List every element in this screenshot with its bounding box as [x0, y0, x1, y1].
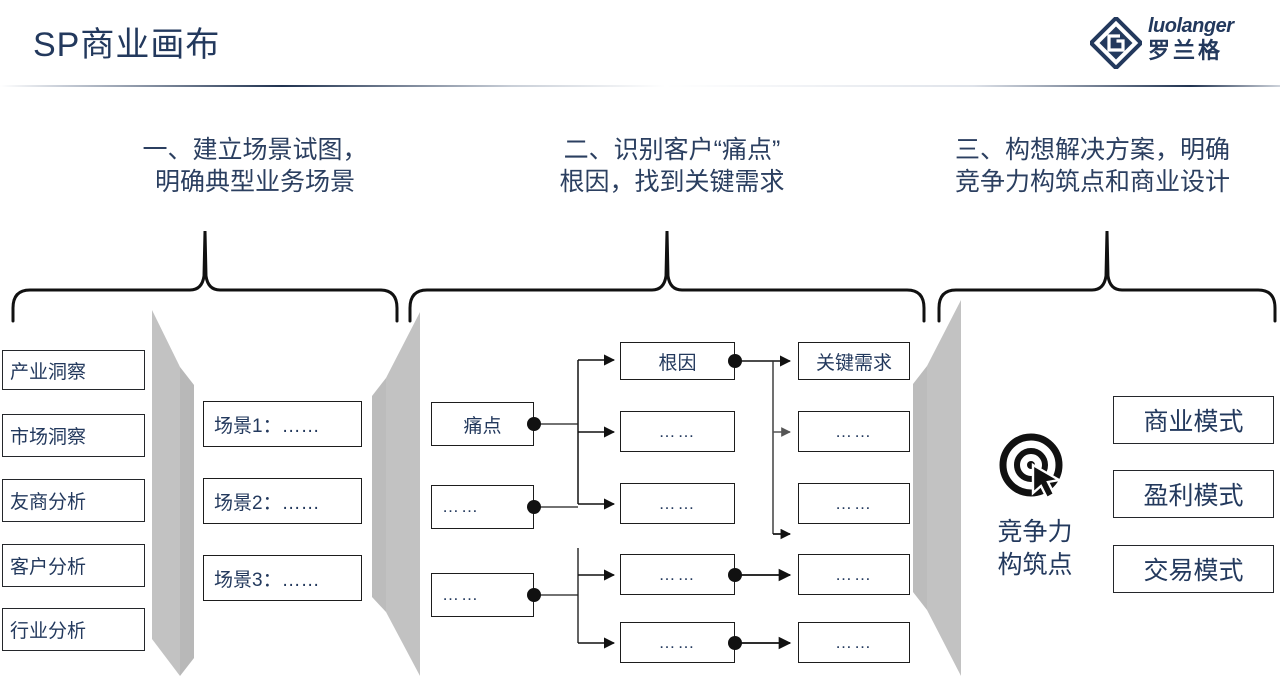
- keyneed-box-2[interactable]: ……: [798, 483, 910, 524]
- painpoint-box-0-label: 痛点: [463, 415, 502, 437]
- keyneed-box-1[interactable]: ……: [798, 411, 910, 452]
- scenario-box-2[interactable]: 场景3：……: [203, 555, 362, 601]
- diamond-logo-mark-icon: [1090, 17, 1142, 69]
- header-bar: [0, 0, 1280, 86]
- page-title: SP商业画布: [33, 26, 221, 64]
- rootcause-box-0-label: 根因: [658, 352, 697, 374]
- insight-box-4-label: 行业分析: [10, 621, 87, 642]
- painpoint-box-1-label: ……: [442, 497, 480, 516]
- painpoint-box-2[interactable]: ……: [431, 573, 534, 617]
- rootcause-box-1-label: ……: [658, 421, 697, 441]
- rootcause-box-2[interactable]: ……: [620, 483, 735, 524]
- model-box-2[interactable]: 交易模式: [1113, 545, 1274, 593]
- header-divider: [0, 85, 1280, 87]
- model-box-2-label: 交易模式: [1143, 557, 1244, 585]
- brand-logo: luolanger 罗兰格: [1090, 14, 1270, 72]
- keyneed-box-0[interactable]: 关键需求: [798, 342, 910, 380]
- keyneed-box-3[interactable]: ……: [798, 554, 910, 595]
- keyneed-box-3-label: ……: [835, 564, 873, 584]
- brace-section-3: [937, 230, 1277, 323]
- rootcause-box-4-label: ……: [658, 632, 697, 652]
- competitiveness-label-line1: 竞争力: [997, 518, 1073, 546]
- logo-text-block: luolanger 罗兰格: [1148, 14, 1234, 64]
- rootcause-box-4[interactable]: ……: [620, 622, 735, 663]
- painpoint-box-2-label: ……: [442, 585, 480, 604]
- section-heading-1: 一、建立场景试图， 明确典型业务场景: [95, 134, 415, 198]
- rootcause-box-0[interactable]: 根因: [620, 342, 735, 380]
- model-box-0[interactable]: 商业模式: [1113, 396, 1274, 444]
- keyneed-box-4[interactable]: ……: [798, 622, 910, 663]
- section-heading-2: 二、识别客户“痛点” 根因，找到关键需求: [482, 134, 862, 198]
- insight-box-4[interactable]: 行业分析: [2, 608, 145, 651]
- section-heading-1-line2: 明确典型业务场景: [154, 168, 355, 196]
- scenario-box-0-label: 场景1：……: [214, 415, 320, 437]
- chevron-separator-3: [913, 300, 961, 676]
- insight-box-2-label: 友商分析: [10, 492, 87, 513]
- section-heading-3: 三、构想解决方案，明确 竞争力构筑点和商业设计: [905, 134, 1280, 198]
- competitiveness-label-line2: 构筑点: [997, 551, 1073, 579]
- rootcause-box-2-label: ……: [658, 493, 697, 513]
- scenario-box-0[interactable]: 场景1：……: [203, 401, 362, 447]
- scenario-box-1[interactable]: 场景2：……: [203, 478, 362, 524]
- logo-english-name: luolanger: [1148, 15, 1234, 37]
- scenario-box-1-label: 场景2：……: [214, 492, 320, 514]
- model-box-0-label: 商业模式: [1143, 408, 1244, 436]
- chevron-separator-2: [372, 312, 420, 676]
- chevron-separator-1: [152, 310, 194, 676]
- target-bullseye-cursor-icon: [999, 433, 1063, 500]
- section-heading-2-line1: 二、识别客户“痛点”: [563, 136, 781, 164]
- keyneed-box-1-label: ……: [835, 421, 873, 441]
- keyneed-box-0-label: 关键需求: [815, 352, 892, 374]
- section-heading-2-line2: 根因，找到关键需求: [559, 168, 785, 196]
- keyneed-box-4-label: ……: [835, 632, 873, 652]
- insight-box-0[interactable]: 产业洞察: [2, 350, 145, 390]
- rootcause-box-1[interactable]: ……: [620, 411, 735, 452]
- section-heading-1-line1: 一、建立场景试图，: [142, 136, 368, 164]
- insight-box-2[interactable]: 友商分析: [2, 479, 145, 522]
- model-box-1[interactable]: 盈利模式: [1113, 470, 1274, 518]
- logo-chinese-name: 罗兰格: [1148, 38, 1224, 63]
- insight-box-1[interactable]: 市场洞察: [2, 414, 145, 457]
- keyneed-box-2-label: ……: [835, 493, 873, 513]
- model-box-1-label: 盈利模式: [1143, 482, 1244, 510]
- scenario-box-2-label: 场景3：……: [214, 569, 320, 591]
- section-heading-3-line2: 竞争力构筑点和商业设计: [954, 168, 1230, 196]
- insight-box-3-label: 客户分析: [10, 557, 87, 578]
- brace-section-1: [11, 230, 399, 323]
- insight-box-1-label: 市场洞察: [10, 427, 87, 448]
- painpoint-box-0[interactable]: 痛点: [431, 402, 534, 446]
- competitiveness-label: 竞争力 构筑点: [965, 516, 1105, 582]
- insight-box-0-label: 产业洞察: [10, 361, 87, 383]
- insight-box-3[interactable]: 客户分析: [2, 544, 145, 587]
- painpoint-box-1[interactable]: ……: [431, 485, 534, 529]
- rootcause-box-3[interactable]: ……: [620, 554, 735, 595]
- brace-section-2: [408, 230, 926, 323]
- section-heading-3-line1: 三、构想解决方案，明确: [954, 136, 1230, 164]
- rootcause-box-3-label: ……: [658, 564, 697, 584]
